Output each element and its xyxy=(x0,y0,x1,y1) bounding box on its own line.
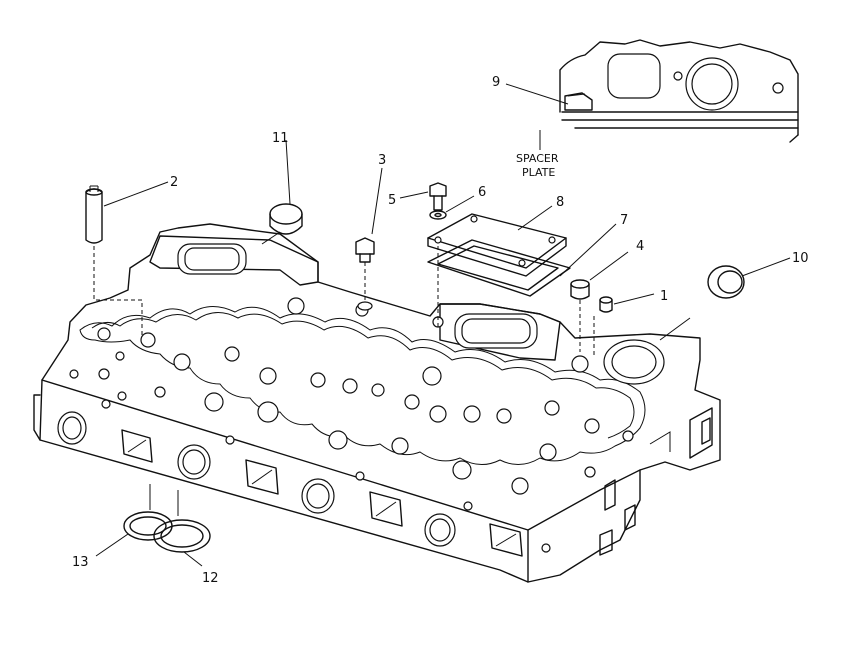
part-3-bolt xyxy=(355,167,383,311)
part-5-bolt xyxy=(399,182,447,211)
callout-3: 3 xyxy=(378,153,386,168)
callout-labels: 1 2 3 4 5 6 7 8 9 10 11 12 13 SPACER PLA… xyxy=(72,75,809,586)
part-8-cover-plate xyxy=(427,205,567,277)
callout-7: 7 xyxy=(620,213,628,228)
part-7-gasket xyxy=(427,223,617,330)
part-10-seal-ring xyxy=(659,257,791,341)
cylinder-head xyxy=(33,223,721,583)
callout-9: 9 xyxy=(492,75,500,90)
callout-8: 8 xyxy=(556,195,564,210)
callout-13: 13 xyxy=(72,555,89,570)
spacer-plate-label-line1: SPACER xyxy=(516,152,559,165)
front-face-ports xyxy=(57,399,551,557)
callout-1: 1 xyxy=(660,289,668,304)
callout-2: 2 xyxy=(170,175,178,190)
deck-holes xyxy=(69,297,634,495)
callout-6: 6 xyxy=(478,185,486,200)
inset-spacer-plate-detail xyxy=(505,39,799,150)
part-6-washer xyxy=(429,195,475,220)
spacer-plate-label-line2: PLATE xyxy=(522,166,555,179)
part-1-small-plug xyxy=(593,293,655,356)
part-2-dowel xyxy=(85,181,169,336)
part-13-seal xyxy=(95,484,173,557)
part-4-plug xyxy=(570,251,629,352)
callout-12: 12 xyxy=(202,571,219,586)
part-11-plug xyxy=(261,139,303,245)
callout-5: 5 xyxy=(388,193,396,208)
callout-10: 10 xyxy=(792,251,809,266)
part-12-seal xyxy=(153,490,211,567)
callout-4: 4 xyxy=(636,239,644,254)
callout-11: 11 xyxy=(272,131,289,146)
